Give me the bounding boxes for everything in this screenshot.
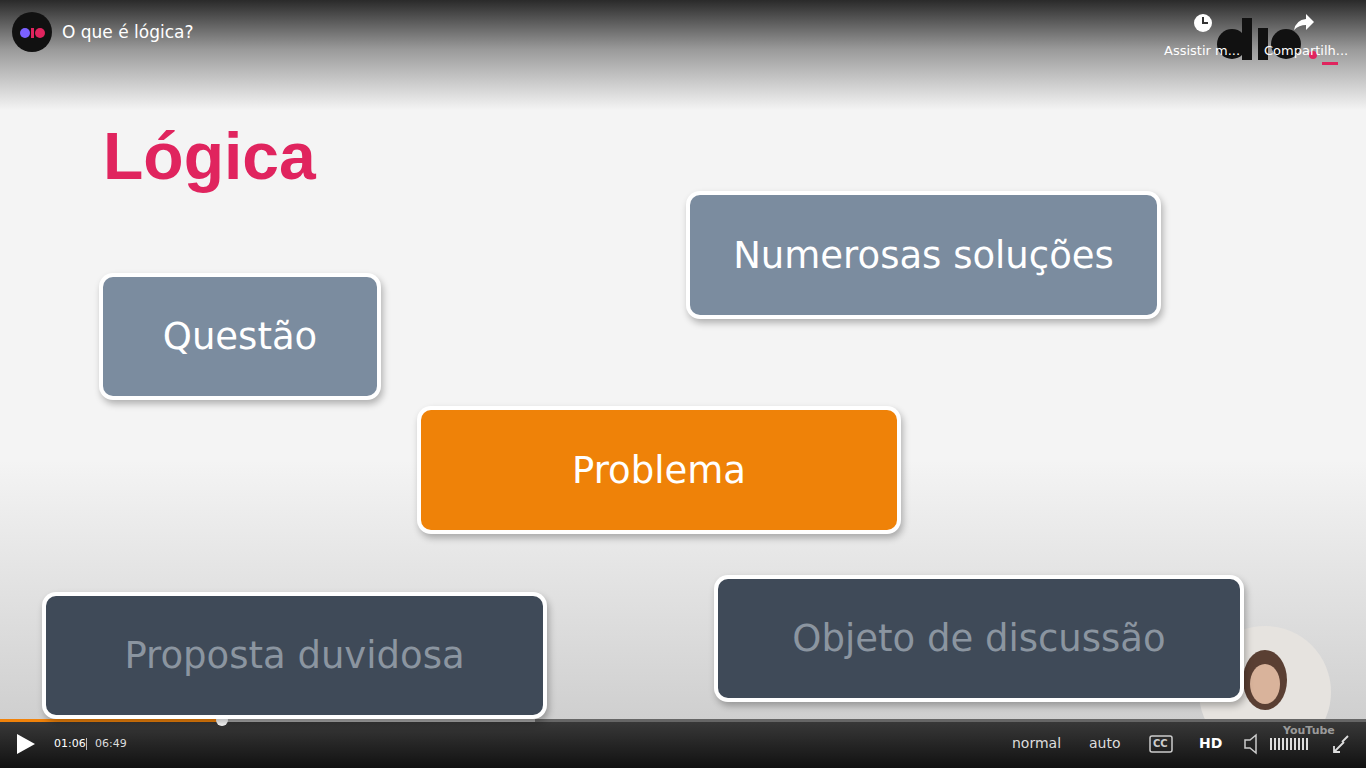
concept-box: Questão [103, 277, 377, 396]
concept-box: Numerosas soluções [690, 195, 1157, 315]
speed-setting: normal [1012, 735, 1061, 751]
captions-button: CC [1153, 738, 1168, 749]
duration: 06:49 [95, 737, 127, 750]
box-text: Proposta duvidosa [124, 634, 464, 677]
share-label: Compartilh... [1264, 43, 1348, 58]
box-text: Objeto de discussão [792, 617, 1165, 660]
slide-title: Lógica [103, 118, 316, 194]
hd-badge: HD [1199, 735, 1222, 751]
box-text: Questão [163, 315, 317, 358]
video-title: O que é lógica? [62, 22, 194, 42]
box-text: Problema [572, 449, 746, 492]
quality-setting: auto [1089, 735, 1121, 751]
watermark: YouTube [1283, 724, 1335, 737]
concept-box: Objeto de discussão [718, 579, 1240, 698]
current-time: 01:06 [54, 737, 86, 750]
concept-box: Proposta duvidosa [46, 596, 543, 715]
concept-box: Problema [421, 410, 897, 530]
watch-later-label: Assistir m... [1164, 43, 1240, 58]
box-text: Numerosas soluções [733, 234, 1114, 277]
